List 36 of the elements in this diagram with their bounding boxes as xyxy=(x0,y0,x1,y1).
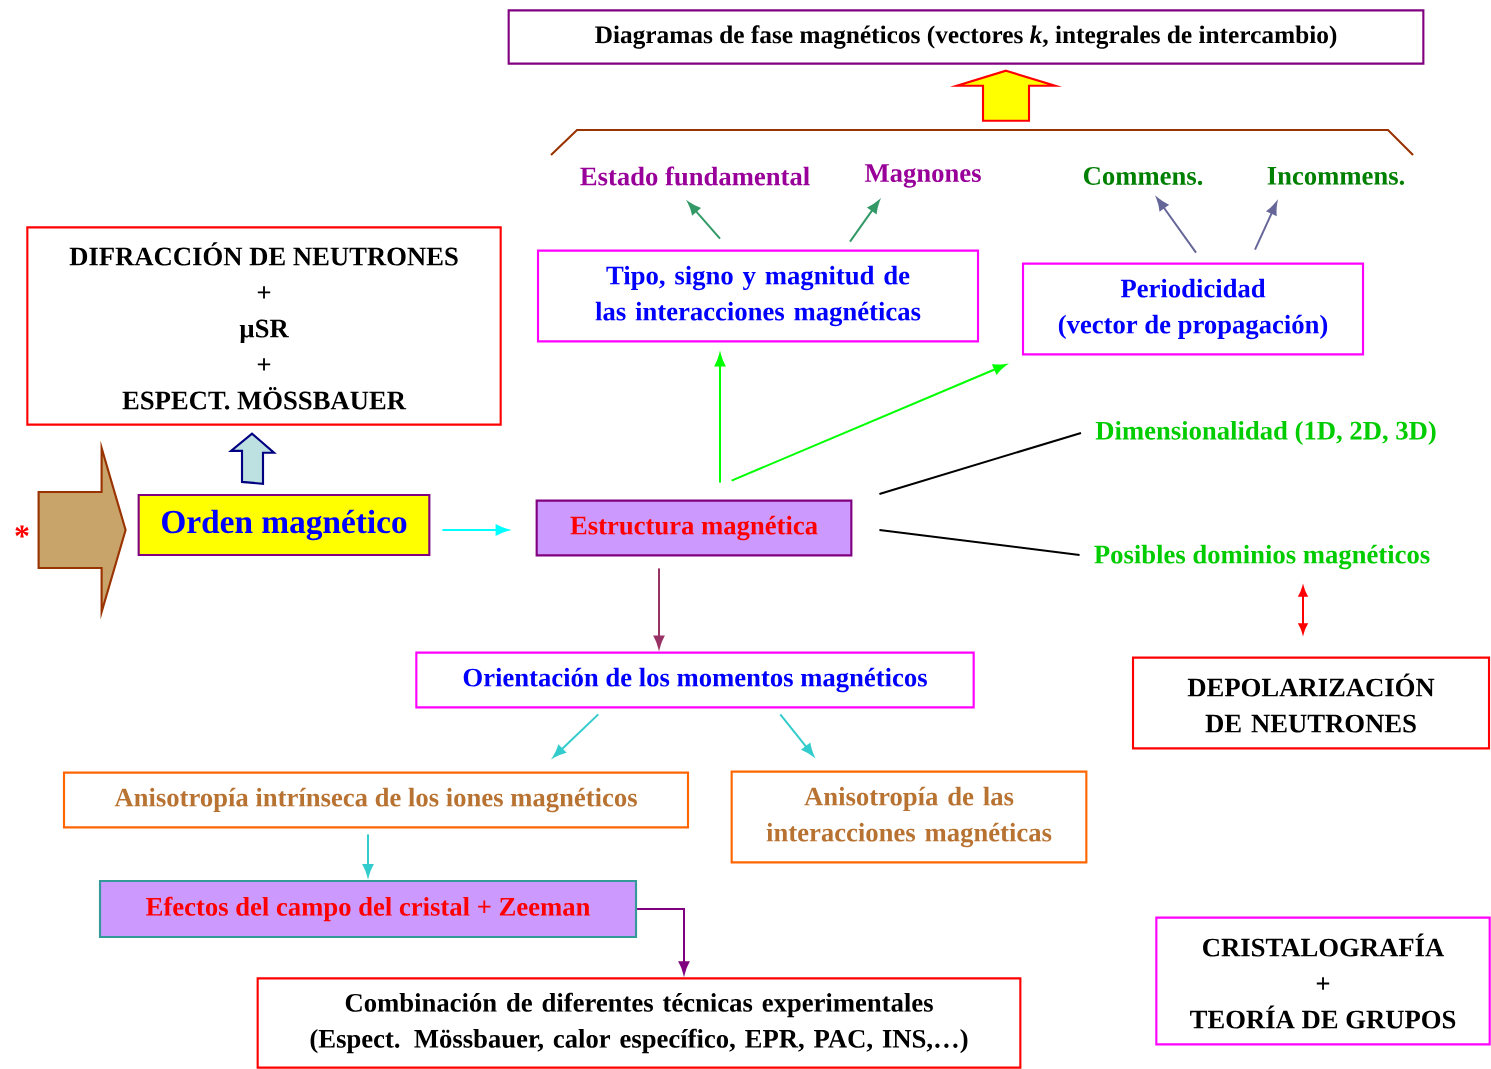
arrow xyxy=(714,353,726,484)
concept-box: Periodicidad (vector de propagación) xyxy=(1021,262,1365,356)
branch-label: Estado fundamental xyxy=(580,166,810,186)
arrow xyxy=(1156,197,1197,254)
branch-label: Posibles dominios magnéticos xyxy=(1094,544,1430,570)
branch-label: Magnones xyxy=(864,164,981,188)
arrow xyxy=(687,201,721,240)
arrow xyxy=(362,833,374,877)
branch-label: Dimensionalidad (1D, 2D, 3D) xyxy=(1095,420,1436,446)
branch-label: Commens. xyxy=(1083,167,1203,185)
concept-box: Anisotropía intrínseca de los iones magnéticos xyxy=(62,771,690,829)
arrow xyxy=(552,713,600,758)
central-box: Estructura magnética xyxy=(535,499,853,557)
branch-label: Incommens. xyxy=(1267,167,1405,185)
concept-box: Anisotropía de las interacciones magnéticas xyxy=(730,770,1088,864)
technique-box: Combinación de diferentes técnicas experimentales (Espect. Mössbauer, calor específico, EPR, PAC, INS,…) xyxy=(256,977,1022,1069)
arrow xyxy=(849,200,880,243)
arrow xyxy=(779,713,815,757)
start-box: Orden magnético xyxy=(137,493,431,557)
concept-box: Orientación de los momentos magnéticos xyxy=(415,651,975,709)
connector-line xyxy=(878,529,1081,556)
arrow xyxy=(730,364,1007,482)
arrow xyxy=(441,524,509,536)
technique-box: DEPOLARIZACIÓN DE NEUTRONES xyxy=(1131,656,1491,750)
asterisk: * xyxy=(15,525,29,538)
arrow xyxy=(653,567,665,649)
connector-line xyxy=(878,432,1082,495)
arrow xyxy=(1298,586,1308,634)
title-box: Diagramas de fase magnéticos (vectores k, integrales de intercambio) xyxy=(507,9,1425,65)
technique-box: DIFRACCIÓN DE NEUTRONES + µSR + ESPECT. MÖSSBAUER xyxy=(26,226,502,426)
concept-box: Efectos del campo del cristal + Zeeman xyxy=(98,879,638,939)
concept-box: Tipo, signo y magnitud de las interacciones magnéticas xyxy=(536,249,980,343)
technique-box: CRISTALOGRAFÍA + TEORÍA DE GRUPOS xyxy=(1155,916,1491,1046)
block-arrow xyxy=(228,432,277,485)
arrow xyxy=(1254,201,1278,251)
arrow xyxy=(636,908,690,975)
